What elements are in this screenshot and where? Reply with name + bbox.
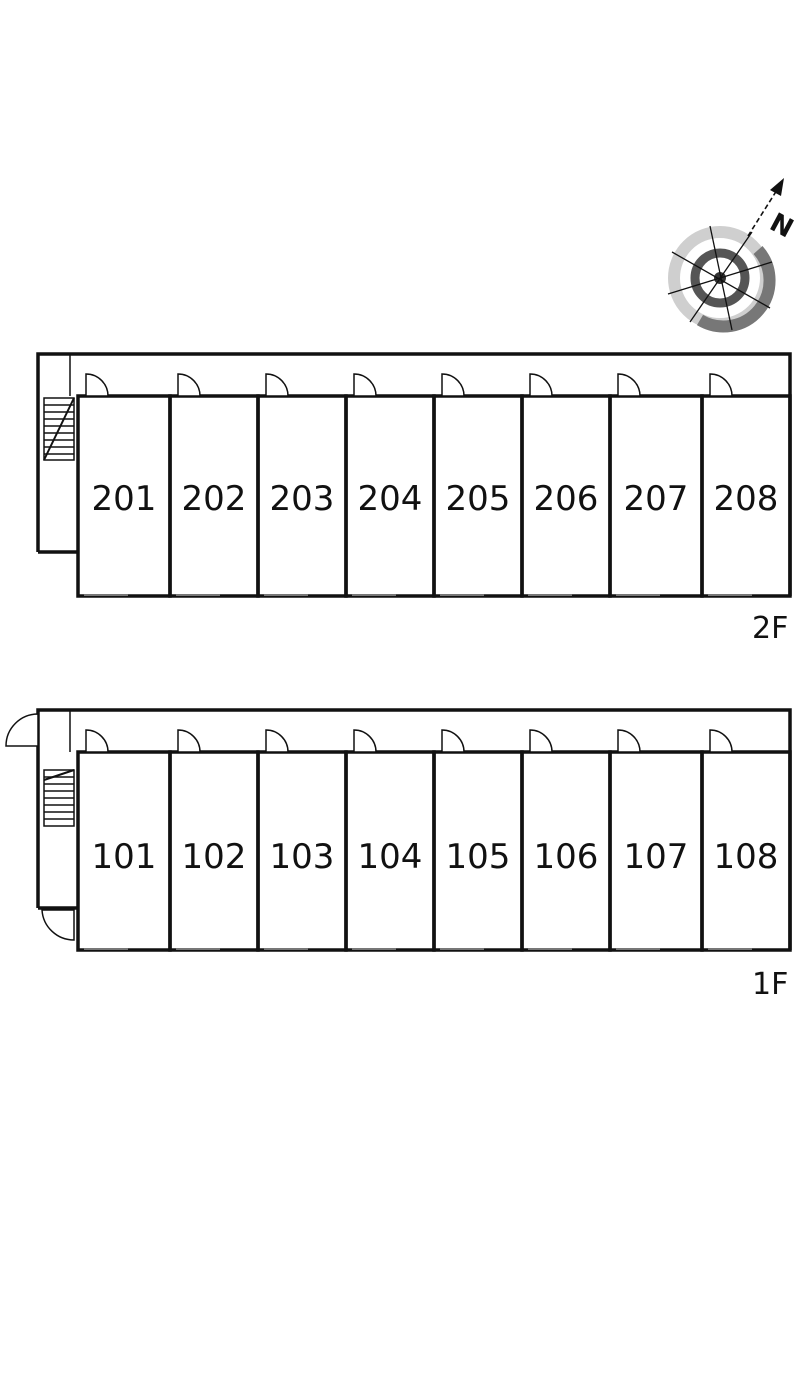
door-icon (529, 729, 553, 753)
door-icon (85, 729, 109, 753)
floor-1f: 101 102 103 104 105 106 107 108 1F (5, 708, 792, 1002)
unit-106: 106 (520, 729, 612, 952)
unit-number: 207 (624, 479, 689, 519)
door-icon (353, 373, 377, 397)
unit-number: 103 (270, 837, 335, 877)
stair-2f (43, 397, 75, 461)
side-door-1f (41, 909, 75, 941)
door-icon (177, 373, 201, 397)
door-icon (441, 373, 465, 397)
unit-number: 202 (182, 479, 247, 519)
door-icon (709, 373, 733, 397)
door-icon (353, 729, 377, 753)
unit-204: 204 (344, 373, 436, 598)
floor-label-1f: 1F (752, 967, 788, 1002)
unit-206: 206 (520, 373, 612, 598)
unit-203: 203 (256, 373, 348, 598)
unit-104: 104 (344, 729, 436, 952)
unit-number: 206 (534, 479, 599, 519)
unit-number: 105 (446, 837, 511, 877)
door-icon (709, 729, 733, 753)
unit-201: 201 (76, 373, 172, 598)
unit-number: 205 (446, 479, 511, 519)
unit-number: 203 (270, 479, 335, 519)
unit-number: 102 (182, 837, 247, 877)
floor-label-2f: 2F (752, 611, 788, 646)
unit-208: 208 (700, 373, 792, 598)
unit-number: 101 (92, 837, 157, 877)
door-icon (441, 729, 465, 753)
unit-number: 201 (92, 479, 157, 519)
door-icon (617, 729, 641, 753)
door-icon (265, 729, 289, 753)
stair-1f (43, 769, 75, 827)
unit-105: 105 (432, 729, 524, 952)
compass-north-label: N (765, 208, 798, 245)
unit-101: 101 (76, 729, 172, 952)
unit-108: 108 (700, 729, 792, 952)
door-icon (85, 373, 109, 397)
door-icon (265, 373, 289, 397)
entrance-door-1f (5, 713, 39, 747)
floor-2f: 201 202 203 204 205 206 207 208 2F (36, 352, 792, 646)
unit-107: 107 (608, 729, 704, 952)
compass-rose-icon: N (667, 178, 798, 333)
unit-number: 104 (358, 837, 423, 877)
unit-103: 103 (256, 729, 348, 952)
unit-number: 106 (534, 837, 599, 877)
unit-number: 204 (358, 479, 423, 519)
door-icon (617, 373, 641, 397)
unit-102: 102 (168, 729, 260, 952)
unit-number: 108 (714, 837, 779, 877)
unit-202: 202 (168, 373, 260, 598)
unit-number: 208 (714, 479, 779, 519)
unit-207: 207 (608, 373, 704, 598)
door-icon (529, 373, 553, 397)
unit-number: 107 (624, 837, 689, 877)
door-icon (177, 729, 201, 753)
unit-205: 205 (432, 373, 524, 598)
